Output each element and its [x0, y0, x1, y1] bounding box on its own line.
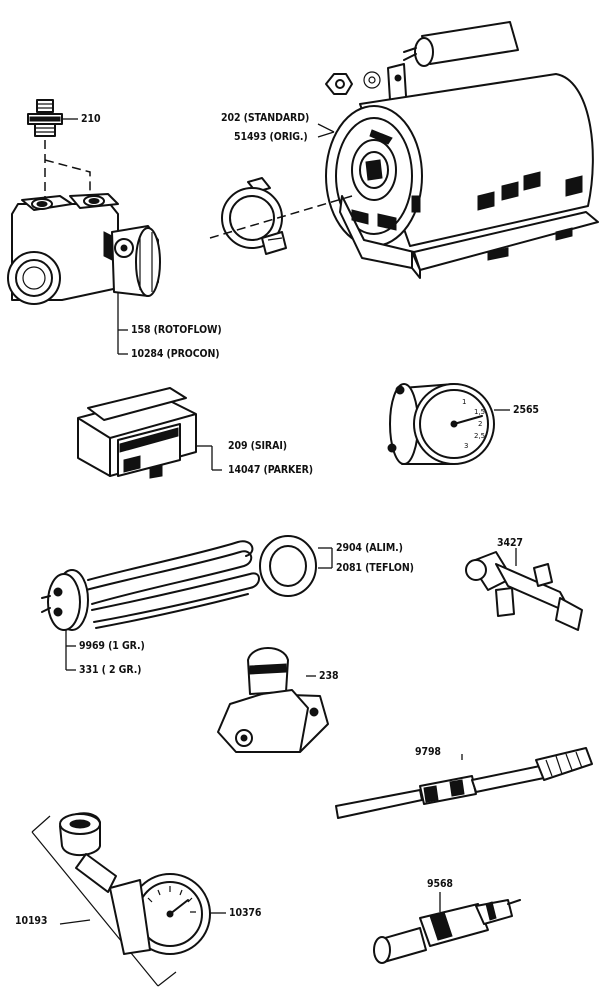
element-gasket [259, 535, 333, 597]
label-331-2gr: 331 ( 2 GR.) [79, 664, 142, 676]
gauge-scale-1-5: 1,5 [474, 408, 485, 416]
label-210: 210 [81, 113, 101, 125]
label-9798: 9798 [415, 746, 441, 758]
gauge-scale-3: 3 [464, 442, 468, 450]
label-51493-orig: 51493 (ORIG.) [234, 131, 308, 143]
fitting-210 [27, 99, 78, 137]
pressostat [77, 387, 222, 479]
gauge-scale-1: 1 [462, 398, 466, 406]
gauge-scale-2: 2 [478, 420, 482, 428]
assembly-dash-2 [44, 159, 91, 200]
gauge-kit-10193 [31, 812, 226, 987]
pressure-regulator-238 [217, 647, 329, 753]
steam-wand-9798 [335, 747, 593, 819]
label-158-rotoflow: 158 (ROTOFLOW) [131, 324, 222, 336]
gauge-scale-2-5: 2,5 [474, 432, 485, 440]
label-2565: 2565 [513, 404, 539, 416]
probe-9568 [373, 892, 521, 964]
label-10284-procon: 10284 (PROCON) [131, 348, 220, 360]
label-10376: 10376 [229, 907, 262, 919]
label-238: 238 [319, 670, 339, 682]
valve-3427 [465, 548, 583, 631]
label-209-sirai: 209 (SIRAI) [228, 440, 287, 452]
heating-element [41, 540, 260, 671]
pump-motor [317, 21, 599, 279]
label-2081-teflon: 2081 (TEFLON) [336, 562, 414, 574]
label-2904-alim: 2904 (ALIM.) [336, 542, 403, 554]
pump-rotary-vane [7, 193, 161, 355]
label-3427: 3427 [497, 537, 523, 549]
label-202-standard: 202 (STANDARD) [221, 112, 310, 124]
label-10193: 10193 [15, 915, 48, 927]
coupling-clamp [209, 177, 353, 255]
label-9969-1gr: 9969 (1 GR.) [79, 640, 145, 652]
label-9568: 9568 [427, 878, 453, 890]
label-14047-parker: 14047 (PARKER) [228, 464, 313, 476]
pressure-gauge-2565: 1 1,5 2 2,5 3 [387, 383, 510, 465]
